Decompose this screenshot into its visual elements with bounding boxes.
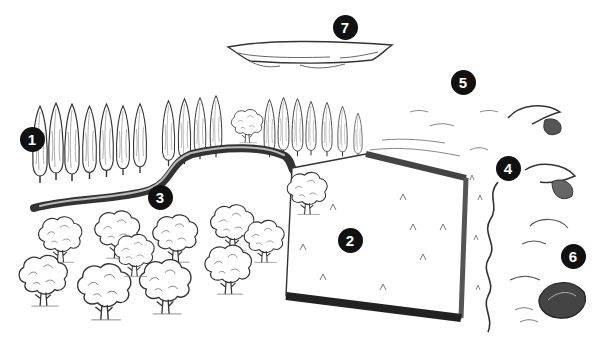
callout-number: 7 [333, 15, 358, 40]
callout-number: 1 [20, 127, 45, 152]
callout-text: 1 [28, 132, 36, 147]
callout-text: 5 [459, 75, 467, 90]
orchard [19, 205, 284, 320]
track-and-plain [370, 111, 498, 333]
callout-text: 6 [569, 249, 577, 264]
hedged-field [286, 154, 466, 318]
callout-text: 2 [346, 233, 354, 248]
callout-number: 3 [148, 185, 173, 210]
callout-number: 4 [496, 156, 521, 181]
plateau [228, 41, 392, 67]
callout-number: 6 [561, 244, 586, 269]
callout-text: 4 [504, 161, 512, 176]
callout-text: 3 [156, 190, 164, 205]
callout-text: 7 [341, 20, 349, 35]
callout-number: 5 [451, 70, 476, 95]
hills-and-rocks [508, 106, 585, 322]
callout-number: 2 [338, 228, 363, 253]
